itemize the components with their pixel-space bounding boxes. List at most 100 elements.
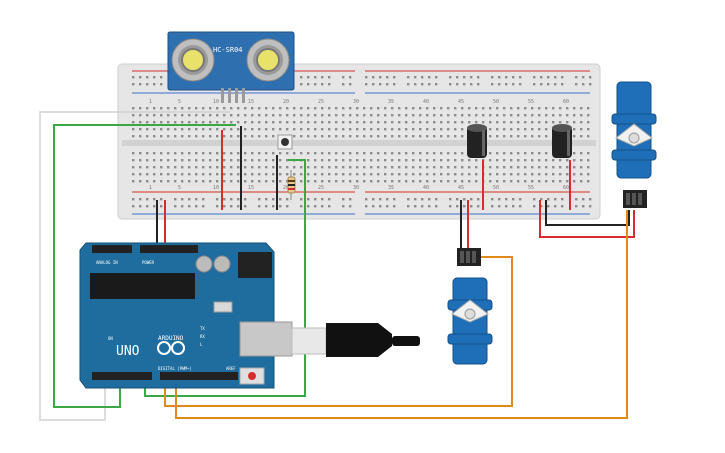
breadboard-hole bbox=[433, 114, 436, 117]
breadboard-hole bbox=[132, 128, 135, 131]
breadboard-hole bbox=[370, 166, 373, 169]
breadboard-hole bbox=[244, 173, 247, 176]
breadboard-hole bbox=[167, 152, 170, 155]
breadboard-hole bbox=[251, 173, 254, 176]
breadboard-hole bbox=[545, 114, 548, 117]
breadboard-hole bbox=[575, 76, 578, 79]
breadboard-hole bbox=[146, 152, 149, 155]
breadboard-hole bbox=[230, 205, 233, 208]
breadboard-hole bbox=[561, 76, 564, 79]
breadboard-hole bbox=[132, 173, 135, 176]
breadboard-hole bbox=[552, 166, 555, 169]
breadboard-hole bbox=[300, 173, 303, 176]
servo-1[interactable] bbox=[447, 248, 493, 365]
breadboard-hole bbox=[538, 159, 541, 162]
breadboard-hole bbox=[328, 135, 331, 138]
wire-red-servo2[interactable] bbox=[539, 200, 635, 238]
breadboard-hole bbox=[503, 107, 506, 110]
wire-orange-servo2[interactable] bbox=[175, 210, 628, 419]
breadboard-hole bbox=[146, 121, 149, 124]
breadboard-hole bbox=[286, 159, 289, 162]
breadboard-hole bbox=[433, 128, 436, 131]
breadboard-hole bbox=[449, 83, 452, 86]
breadboard-hole bbox=[356, 128, 359, 131]
breadboard-hole bbox=[328, 114, 331, 117]
breadboard-hole bbox=[244, 205, 247, 208]
breadboard-hole bbox=[587, 152, 590, 155]
breadboard-hole bbox=[414, 205, 417, 208]
breadboard-hole bbox=[384, 128, 387, 131]
breadboard-hole bbox=[510, 159, 513, 162]
breadboard-hole bbox=[195, 205, 198, 208]
breadboard-hole bbox=[202, 121, 205, 124]
breadboard-holes bbox=[132, 76, 592, 208]
breadboard-hole bbox=[419, 180, 422, 183]
breadboard-hole bbox=[188, 152, 191, 155]
breadboard-hole bbox=[251, 159, 254, 162]
breadboard-hole bbox=[510, 173, 513, 176]
breadboard-hole bbox=[363, 107, 366, 110]
servo-2[interactable] bbox=[611, 81, 657, 208]
breadboard-hole bbox=[426, 180, 429, 183]
wire-green-button[interactable] bbox=[144, 159, 306, 397]
breadboard-hole bbox=[512, 76, 515, 79]
breadboard-hole bbox=[258, 128, 261, 131]
breadboard-hole bbox=[153, 180, 156, 183]
breadboard-hole bbox=[181, 173, 184, 176]
breadboard-hole bbox=[433, 152, 436, 155]
breadboard-hole bbox=[538, 121, 541, 124]
breadboard-hole bbox=[314, 166, 317, 169]
breadboard-hole bbox=[454, 152, 457, 155]
breadboard-hole bbox=[435, 198, 438, 201]
breadboard-hole bbox=[447, 180, 450, 183]
breadboard-hole bbox=[482, 107, 485, 110]
breadboard-hole bbox=[419, 159, 422, 162]
breadboard-hole bbox=[265, 114, 268, 117]
breadboard-hole bbox=[314, 152, 317, 155]
breadboard-hole bbox=[573, 159, 576, 162]
breadboard-hole bbox=[279, 128, 282, 131]
breadboard-hole bbox=[230, 198, 233, 201]
breadboard-hole bbox=[335, 180, 338, 183]
breadboard-hole bbox=[405, 159, 408, 162]
breadboard-hole bbox=[342, 76, 345, 79]
wire-black-servo2[interactable] bbox=[545, 200, 630, 226]
push-button[interactable] bbox=[277, 134, 293, 150]
breadboard-hole bbox=[391, 114, 394, 117]
breadboard-hole bbox=[412, 114, 415, 117]
breadboard-hole bbox=[160, 83, 163, 86]
breadboard-hole bbox=[461, 128, 464, 131]
breadboard-hole bbox=[575, 83, 578, 86]
breadboard-hole bbox=[447, 173, 450, 176]
breadboard-hole bbox=[372, 205, 375, 208]
wire-orange-servo1[interactable] bbox=[164, 256, 513, 407]
breadboard-hole bbox=[412, 152, 415, 155]
arduino-uno[interactable]: ARDUINO UNO POWER ANALOG IN DIGITAL (PWM… bbox=[79, 242, 293, 389]
breadboard-hole bbox=[398, 121, 401, 124]
breadboard-hole bbox=[139, 205, 142, 208]
breadboard-hole bbox=[496, 121, 499, 124]
breadboard-hole bbox=[167, 135, 170, 138]
ultrasonic-sensor[interactable]: HC-SR04 bbox=[167, 31, 295, 103]
breadboard-hole bbox=[531, 114, 534, 117]
breadboard-hole bbox=[456, 76, 459, 79]
breadboard-hole bbox=[582, 198, 585, 201]
arduino-brand: ARDUINO bbox=[158, 335, 184, 342]
wire-green-trig[interactable] bbox=[53, 124, 236, 408]
breadboard-hole bbox=[489, 173, 492, 176]
breadboard-hole bbox=[398, 173, 401, 176]
breadboard-hole bbox=[447, 135, 450, 138]
breadboard-hole bbox=[244, 135, 247, 138]
breadboard-hole bbox=[216, 152, 219, 155]
breadboard-hole bbox=[146, 173, 149, 176]
breadboard-hole bbox=[393, 76, 396, 79]
breadboard-hole bbox=[160, 114, 163, 117]
breadboard-hole bbox=[398, 135, 401, 138]
breadboard-hole bbox=[265, 173, 268, 176]
breadboard-hole bbox=[531, 152, 534, 155]
breadboard-hole bbox=[279, 107, 282, 110]
breadboard-hole bbox=[580, 121, 583, 124]
breadboard-hole bbox=[321, 205, 324, 208]
breadboard-hole bbox=[582, 205, 585, 208]
breadboard-hole bbox=[251, 135, 254, 138]
